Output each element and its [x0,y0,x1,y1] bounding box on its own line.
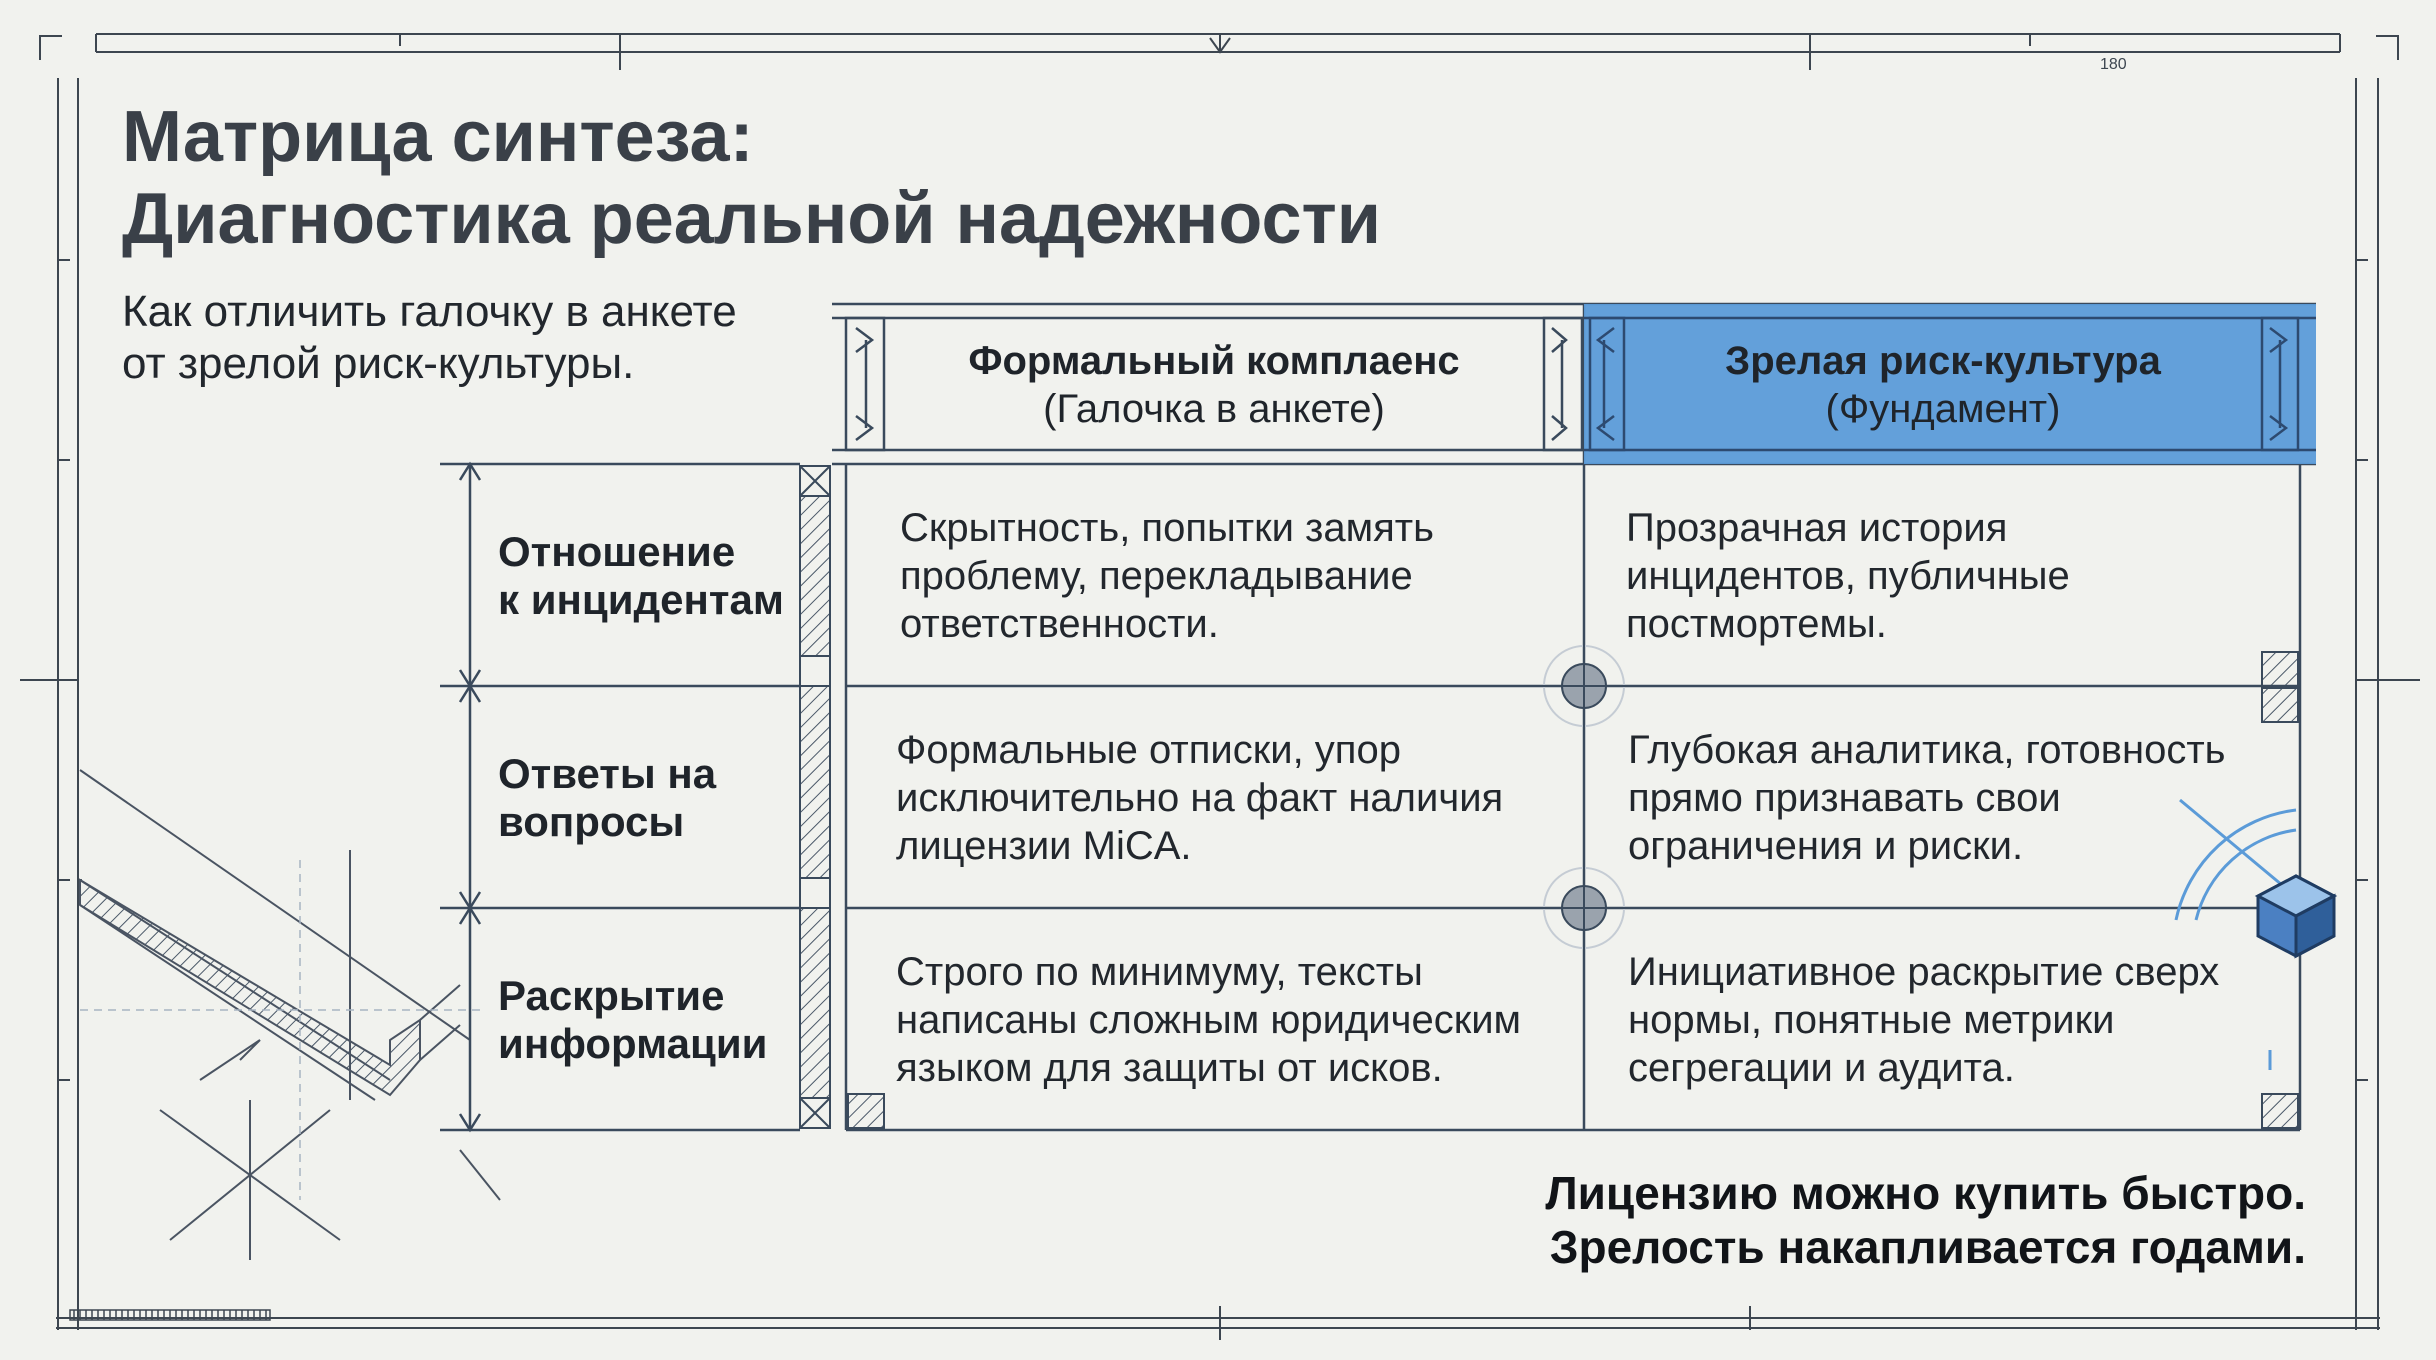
column-header-mature-subtitle: (Фундамент) [1825,387,2061,431]
cell-line: Инициативное раскрытие сверх [1628,950,2220,994]
title-line-1: Матрица синтеза: [122,97,754,177]
column-header-mature-title: Зрелая риск-культура [1725,339,2161,383]
cell-line: лицензии MiCA. [896,824,1192,868]
mature-header-highlight [1584,304,2316,464]
cell-line: проблему, перекладывание [900,554,1413,598]
cell-line: исключительно на факт наличия [896,776,1504,820]
cell-line: Строго по минимуму, тексты [896,950,1423,994]
cell-line: инцидентов, публичные [1626,554,2070,598]
cell-line: прямо признавать свои [1628,776,2061,820]
subtitle-line-1: Как отличить галочку в анкете [122,287,737,336]
cell-mature-answers: Глубокая аналитика, готовность прямо при… [1628,726,2225,870]
subtitle-line-2: от зрелой риск-культуры. [122,339,635,388]
row-label-answers: Ответы на вопросы [498,750,716,846]
cell-formal-disclosure: Строго по минимуму, тексты написаны слож… [896,948,1521,1092]
row-label-incidents: Отношение к инцидентам [498,528,784,624]
column-header-formal: Формальный комплаенс (Галочка в анкете) [884,320,1544,450]
cell-line: Прозрачная история [1626,506,2008,550]
column-header-mature: Зрелая риск-культура (Фундамент) [1624,320,2262,450]
cell-line: Скрытность, попытки замять [900,506,1434,550]
cell-line: Формальные отписки, упор [896,728,1401,772]
cell-formal-answers: Формальные отписки, упор исключительно н… [896,726,1503,870]
row-label-line: вопросы [498,798,685,845]
cell-mature-disclosure: Инициативное раскрытие сверх нормы, поня… [1628,948,2219,1092]
cell-line: Глубокая аналитика, готовность [1628,728,2226,772]
cell-line: ограничения и риски. [1628,824,2024,868]
page-subtitle: Как отличить галочку в анкете от зрелой … [122,286,737,390]
footer-conclusion: Лицензию можно купить быстро. Зрелость н… [1545,1166,2306,1274]
row-label-line: информации [498,1020,768,1067]
cell-line: сегрегации и аудита. [1628,1046,2015,1090]
cell-line: постмортемы. [1626,602,1887,646]
cell-line: нормы, понятные метрики [1628,998,2115,1042]
page-title: Матрица синтеза: Диагностика реальной на… [122,96,1381,260]
row-label-disclosure: Раскрытие информации [498,972,767,1068]
title-line-2: Диагностика реальной надежности [122,179,1382,259]
cell-line: написаны сложным юридическим [896,998,1522,1042]
ruler-mark-label: 180 [2100,56,2127,73]
row-label-line: Отношение [498,528,736,575]
cell-mature-incidents: Прозрачная история инцидентов, публичные… [1626,504,2070,648]
footer-line-1: Лицензию можно купить быстро. [1545,1167,2306,1219]
cell-line: языком для защиты от исков. [896,1046,1443,1090]
cell-formal-incidents: Скрытность, попытки замять проблему, пер… [900,504,1434,648]
row-label-line: к инцидентам [498,576,784,623]
column-header-formal-subtitle: (Галочка в анкете) [1043,387,1385,431]
cell-line: ответственности. [900,602,1219,646]
footer-line-2: Зрелость накапливается годами. [1549,1221,2306,1273]
row-label-line: Ответы на [498,750,717,797]
column-header-formal-title: Формальный комплаенс [968,339,1460,383]
row-label-line: Раскрытие [498,972,725,1019]
